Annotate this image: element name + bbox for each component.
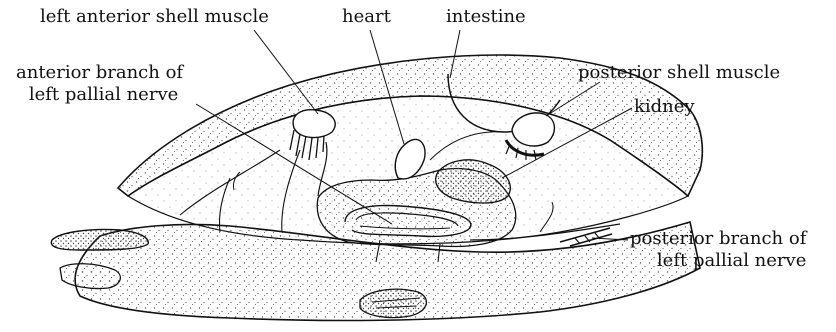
label-posterior-branch: posterior branch of left pallial nerve [630,228,806,272]
label-posterior-branch-line2: left pallial nerve [630,250,806,272]
label-heart-text: heart [342,6,391,28]
label-heart: heart [342,6,391,28]
label-anterior-branch: anterior branch of left pallial nerve [16,62,183,106]
label-intestine: intestine [446,6,526,28]
label-posterior-shell-muscle: posterior shell muscle [578,62,780,84]
label-left-anterior-shell-muscle-text: left anterior shell muscle [40,6,269,28]
label-posterior-shell-muscle-text: posterior shell muscle [578,62,780,84]
label-left-anterior-shell-muscle: left anterior shell muscle [40,6,269,28]
label-posterior-branch-line1: posterior branch of [630,228,806,250]
label-kidney: kidney [634,96,695,118]
label-kidney-text: kidney [634,96,695,118]
label-intestine-text: intestine [446,6,526,28]
label-anterior-branch-line2: left pallial nerve [16,84,183,106]
label-anterior-branch-line1: anterior branch of [16,62,183,84]
